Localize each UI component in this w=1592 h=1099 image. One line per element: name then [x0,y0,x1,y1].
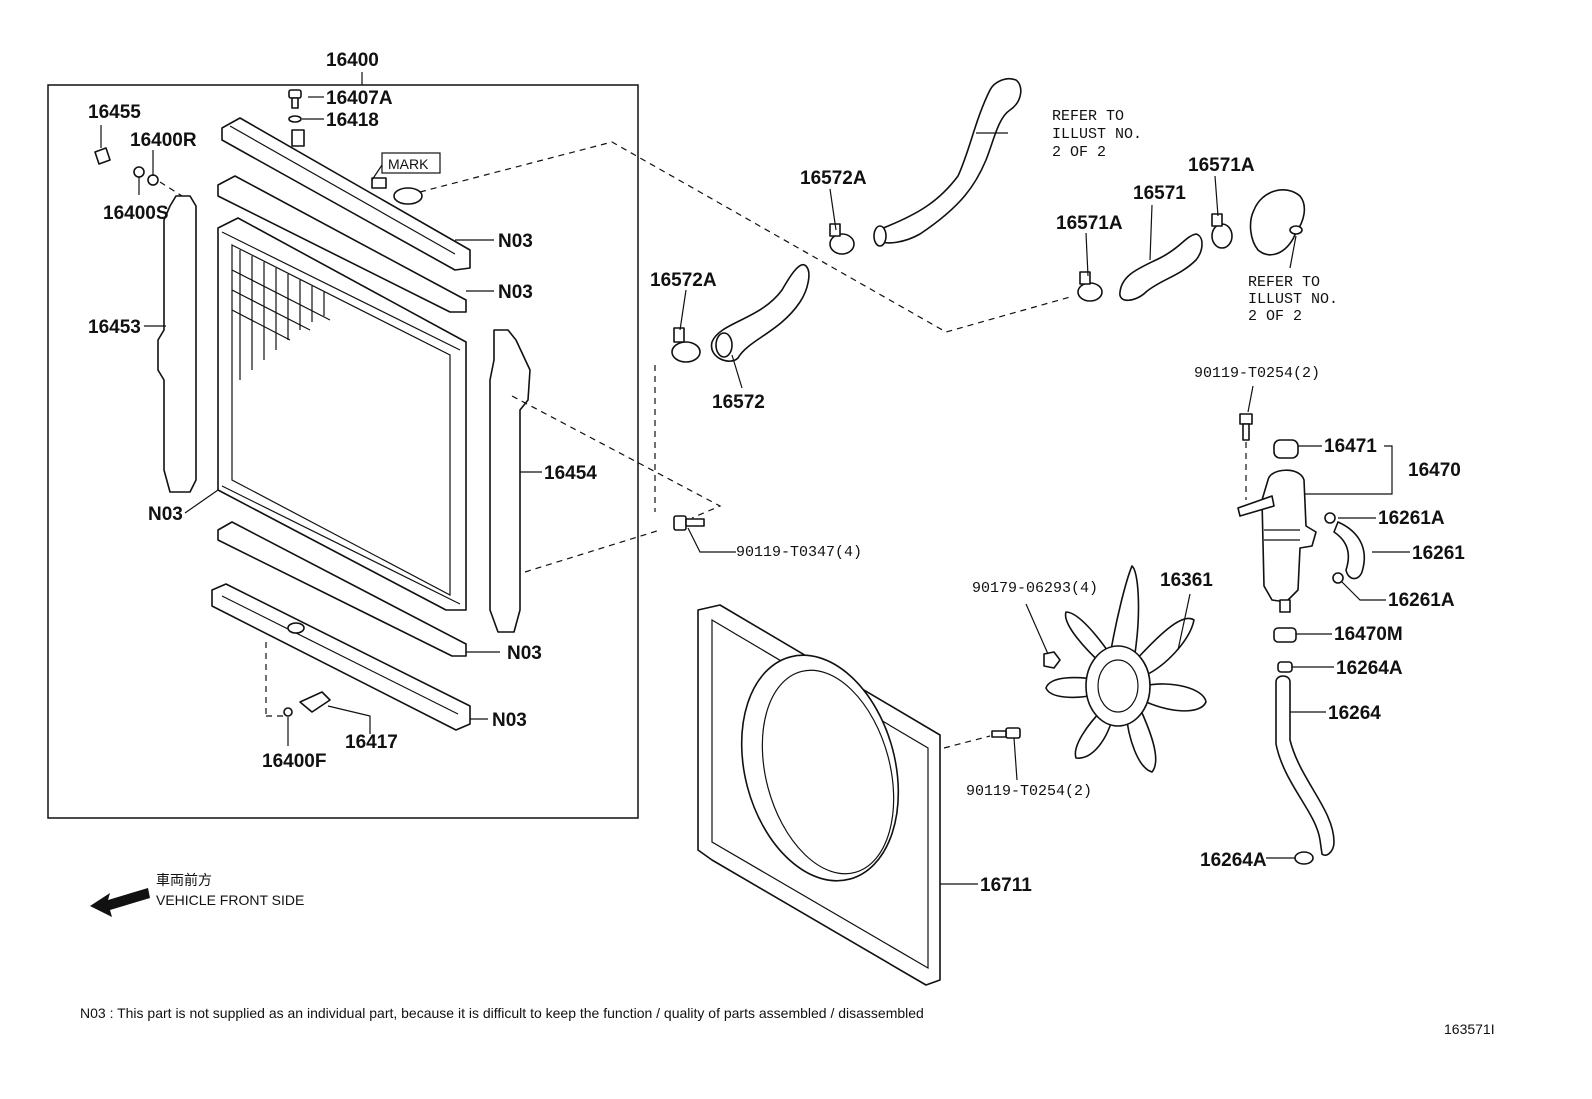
label-n03-upper-tank: N03 [498,231,533,252]
refer-right-line-1: REFER TO [1248,274,1320,291]
overflow-hose-16264 [1275,675,1335,857]
label-16571A-right: 16571A [1188,155,1255,176]
label-16454: 16454 [544,463,597,484]
n03-footnote: N03 : This part is not supplied as an in… [80,1005,924,1021]
clamp-16261A-top [1324,512,1336,524]
radiator-plug-16407A [288,89,302,109]
clamp-16261A-bottom [1332,572,1344,584]
bolt-90119-T0254-fan [991,727,1021,739]
radiator-upper-tank [221,117,471,271]
label-16261A-top: 16261A [1378,508,1445,529]
bolt-90119-T0254-tank [1239,413,1253,441]
label-16711: 16711 [980,875,1032,896]
label-16264A-top: 16264A [1336,658,1403,679]
lower-tank-gasket [217,521,467,657]
drain-cock-plug [283,691,331,717]
label-16400R: 16400R [130,130,197,151]
label-n03-core: N03 [148,504,183,525]
label-n03-upper-gasket: N03 [498,282,533,303]
hose-clamp-16572A-upper [829,223,855,255]
label-90119-T0254-fan: 90119-T0254(2) [966,783,1092,800]
label-16361: 16361 [1160,570,1213,591]
radiator-lower-tank [211,583,471,731]
label-16264A-bottom: 16264A [1200,850,1267,871]
label-16572: 16572 [712,392,765,413]
label-n03-lower-tank: N03 [492,710,527,731]
nut-90179-06293 [1043,651,1061,669]
label-90119-T0254-tank: 90119-T0254(2) [1194,365,1320,382]
label-16455: 16455 [88,102,141,123]
fan-shroud-16711 [697,604,941,986]
label-90119-T0347: 90119-T0347(4) [736,544,862,561]
label-16470M: 16470M [1334,624,1403,645]
cap-16470M [1273,627,1297,643]
hose-clamp-16571A-left [1077,271,1103,302]
radiator-support-left [157,195,197,493]
reserve-hose-16261 [1333,521,1366,580]
bolt-90119-T0347 [673,515,705,531]
hose-clamp-16571A-right [1211,213,1233,249]
label-16407A: 16407A [326,88,393,109]
refer-right-line-3: 2 OF 2 [1248,308,1302,325]
label-16417: 16417 [345,732,398,753]
illustration-code: 163571I [1444,1021,1495,1037]
label-n03-lower-gasket: N03 [507,643,542,664]
refer-upper-line-1: REFER TO [1052,108,1124,125]
label-16571A-left: 16571A [1056,213,1123,234]
upper-tank-gasket [217,175,467,313]
refer-upper-line-3: 2 OF 2 [1052,144,1106,161]
reserve-tank [1237,439,1317,613]
radiator-hose-16572 [710,263,810,362]
mark-tag [381,152,441,174]
water-hose-16571 [1119,233,1203,302]
clamp-16264A-top [1277,661,1293,673]
water-inlet-housing [1249,189,1306,256]
label-16264: 16264 [1328,703,1381,724]
refer-upper-line-2: ILLUST NO. [1052,126,1142,143]
radiator-support-right [489,329,531,633]
label-16400S: 16400S [103,203,169,224]
label-16571: 16571 [1133,183,1186,204]
label-16572A-lower: 16572A [650,270,717,291]
label-16400F: 16400F [262,751,326,772]
o-ring-16418 [288,115,302,123]
label-16471: 16471 [1324,436,1377,457]
plug-16400S [133,166,145,178]
refer-right-line-2: ILLUST NO. [1248,291,1338,308]
hose-clamp-16572A-lower [671,327,701,363]
vehicle-front-label-en: VEHICLE FRONT SIDE [156,892,304,908]
clamp-16264A-bottom [1294,851,1314,865]
label-16261: 16261 [1412,543,1465,564]
label-16261A-bottom: 16261A [1388,590,1455,611]
vehicle-front-arrow-icon [90,888,150,917]
mark-label: MARK [388,156,429,172]
radiator-assembly-box [47,84,639,819]
label-16418: 16418 [326,110,379,131]
water-outlet-pipe [877,77,1022,244]
gasket-16400R [147,174,159,186]
label-16470: 16470 [1408,460,1461,481]
drain-plug-16455 [94,147,111,165]
label-16400: 16400 [326,50,379,71]
label-90179-06293: 90179-06293(4) [972,580,1098,597]
label-16453: 16453 [88,317,141,338]
cooling-fan-16361 [1045,565,1207,773]
vehicle-front-label-jp: 車両前方 [156,872,212,888]
label-16572A-upper: 16572A [800,168,867,189]
